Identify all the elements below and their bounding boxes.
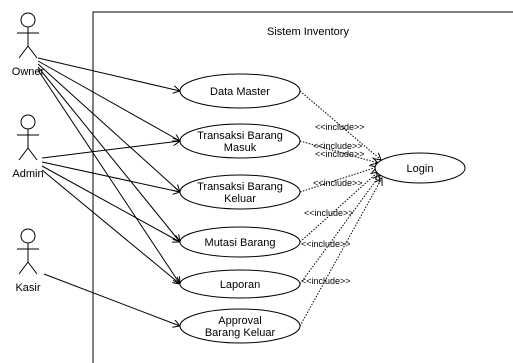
include-label-transaksi-keluar: <<include>> <box>313 178 363 188</box>
use-case-ellipse <box>179 308 301 344</box>
include-label-extra: <<include>> <box>304 208 354 218</box>
actor-admin: Admin <box>12 114 44 180</box>
include-mutasi <box>299 172 378 243</box>
include-laporan <box>299 175 380 285</box>
association-admin-mutasi <box>41 165 180 242</box>
use-case-label: Laporan <box>220 279 260 291</box>
include-label-laporan: <<include>> <box>301 276 351 286</box>
actor-leg-left <box>18 147 29 161</box>
association-owner-mutasi <box>37 66 180 242</box>
use-case-label: Approval <box>218 315 261 327</box>
use-case-laporan: Laporan <box>179 269 301 299</box>
include-label-mutasi: <<include>> <box>301 239 351 249</box>
system-title: Sistem Inventory <box>267 26 349 38</box>
use-case-label: Transaksi Barang <box>197 130 283 142</box>
association-kasir-approval <box>43 273 180 326</box>
use-case-ellipse <box>179 269 301 299</box>
actor-leg-left <box>18 45 29 59</box>
actor-label: Owner <box>12 66 45 78</box>
actor-head <box>20 114 36 130</box>
use-case-data-master: Data Master <box>179 73 301 109</box>
association-owner-transaksi-masuk <box>37 60 180 141</box>
actor-owner: Owner <box>12 12 45 78</box>
use-case-label: Masuk <box>224 142 257 154</box>
actor-leg-left <box>18 261 29 275</box>
actor-head <box>20 228 36 244</box>
include-label-transaksi-masuk: <<include>> <box>315 149 365 159</box>
use-case-login: Login <box>374 152 466 184</box>
use-case-label: Data Master <box>210 86 270 98</box>
actor-leg-right <box>27 45 38 59</box>
actor-label: Kasir <box>15 282 40 294</box>
include-label-extra: <<include>> <box>313 141 363 151</box>
actor-kasir: Kasir <box>15 228 41 294</box>
use-case-ellipse <box>179 73 301 109</box>
actor-label: Admin <box>12 168 43 180</box>
use-case-label: Login <box>407 163 434 175</box>
use-case-ellipse <box>179 226 301 258</box>
association-owner-transaksi-keluar <box>37 63 180 192</box>
association-admin-laporan <box>41 169 180 284</box>
actor-leg-right <box>27 261 38 275</box>
use-case-ellipse <box>179 123 301 159</box>
use-case-label: Transaksi Barang <box>197 181 283 193</box>
include-approval <box>299 178 382 327</box>
association-admin-transaksi-masuk <box>41 141 180 159</box>
include-transaksi-keluar <box>299 167 377 193</box>
system-boundary <box>92 11 513 363</box>
use-case-label: Barang Keluar <box>205 327 276 339</box>
actor-head <box>20 12 36 28</box>
use-case-label: Keluar <box>224 193 256 205</box>
use-case-ellipse <box>374 152 466 184</box>
association-admin-transaksi-keluar <box>41 161 180 192</box>
use-case-ellipse <box>179 174 301 210</box>
actor-leg-right <box>27 147 38 161</box>
include-label-data-master: <<include>> <box>315 122 365 132</box>
use-case-mutasi: Mutasi Barang <box>179 226 301 258</box>
association-owner-data-master <box>37 57 180 91</box>
use-case-label: Mutasi Barang <box>205 237 276 249</box>
